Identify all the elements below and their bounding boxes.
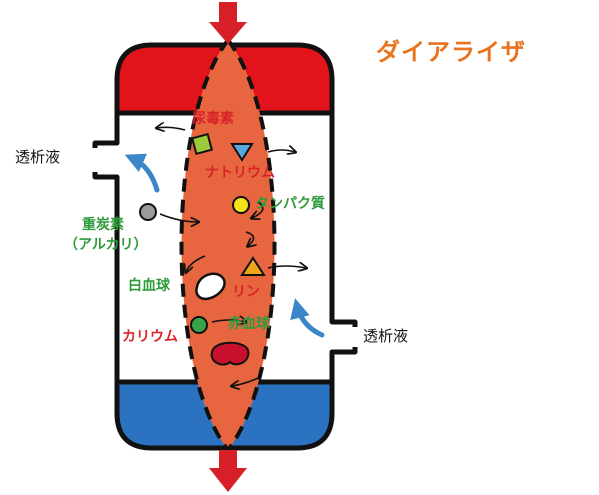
urea-square-icon xyxy=(190,132,214,156)
potassium-label: カリウム xyxy=(122,329,178,345)
alkali-label: （アルカリ） xyxy=(64,237,148,253)
sodium-label: ナトリウム xyxy=(205,165,275,181)
urea-label: 尿毒素 xyxy=(192,111,234,127)
outflow-arrow-icon xyxy=(209,450,247,492)
sodium-triangle-icon xyxy=(230,143,254,162)
dialysate-outlet-label: 透析液 xyxy=(363,327,409,345)
red-blood-cell-label: 赤血球 xyxy=(228,316,270,332)
flow-arrow-right-icon xyxy=(290,298,325,338)
phosphorus-triangle-icon xyxy=(240,256,266,276)
white-cell-icon xyxy=(195,272,226,301)
bicarbonate-label: 重炭素 xyxy=(82,217,124,233)
red-cell-icon xyxy=(210,341,250,366)
inflow-arrow-icon xyxy=(209,2,247,44)
protein-label: タンパク質 xyxy=(255,196,325,212)
vessel-outline xyxy=(92,42,358,451)
protein-circle-icon xyxy=(232,196,250,214)
phosphorus-label: リン xyxy=(232,284,260,300)
page-title: ダイアライザ xyxy=(376,38,526,66)
dialysate-inlet-label: 透析液 xyxy=(15,148,61,166)
white-blood-cell-label: 白血球 xyxy=(128,278,170,294)
movement-arrows xyxy=(157,127,306,386)
bicarbonate-circle-icon xyxy=(139,203,157,221)
potassium-circle-icon xyxy=(190,316,208,334)
flow-arrow-left-icon xyxy=(124,153,160,193)
